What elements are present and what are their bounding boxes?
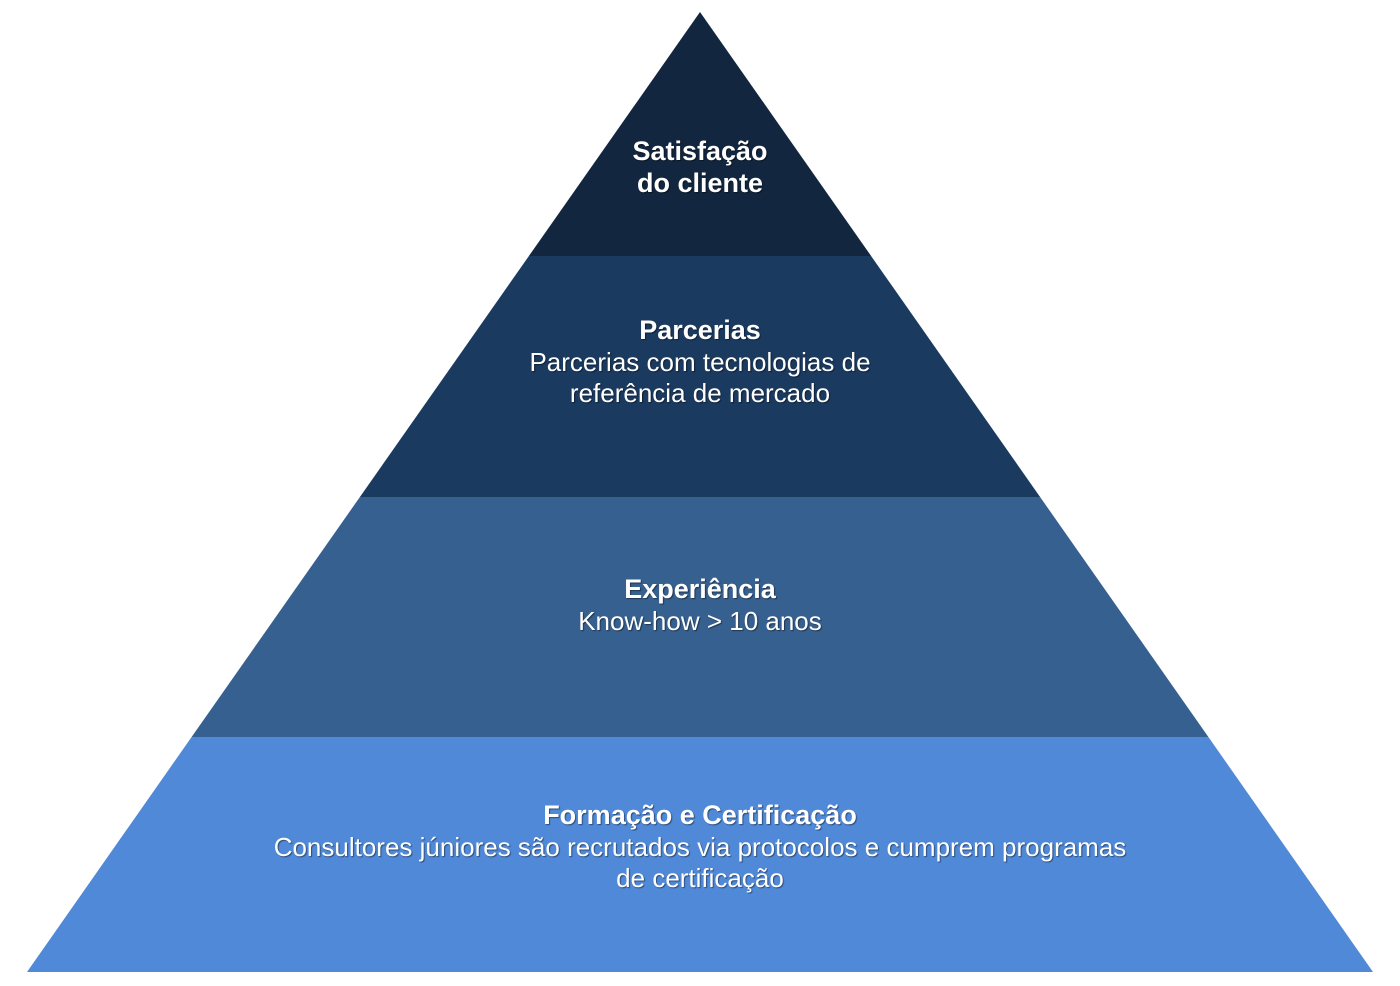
tier-1-title-line-1: Satisfação (632, 136, 768, 166)
tier-2-description-line-2: referência de mercado (569, 377, 831, 408)
pyramid-tier-1-label: Satisfação do cliente (480, 136, 920, 200)
tier-4-description-line-2: de certificação (616, 862, 784, 893)
tier-1-title-line-2: do cliente (636, 167, 764, 198)
tier-3-description: Know-how > 10 anos (578, 605, 822, 636)
tier-4-title: Formação e Certificação (543, 800, 857, 830)
pyramid-tier-3-shape[interactable] (191, 497, 1209, 737)
pyramid-tier-4-shape[interactable] (27, 737, 1373, 972)
pyramid-tier-3-label: Experiência Know-how > 10 anos (370, 574, 1030, 637)
tier-2-description-line-1: Parcerias com tecnologias de (529, 346, 871, 377)
pyramid-tier-1-shape[interactable] (528, 12, 872, 256)
tier-3-title: Experiência (624, 574, 776, 604)
pyramid-tier-2-label: Parcerias Parcerias com tecnologias de r… (380, 315, 1020, 408)
pyramid-tier-2-shape[interactable] (359, 256, 1041, 497)
tier-4-description-line-1: Consultores júniores são recrutados via … (273, 831, 1127, 862)
tier-2-title: Parcerias (639, 315, 761, 345)
pyramid-tier-4-label: Formação e Certificação Consultores júni… (140, 800, 1260, 893)
